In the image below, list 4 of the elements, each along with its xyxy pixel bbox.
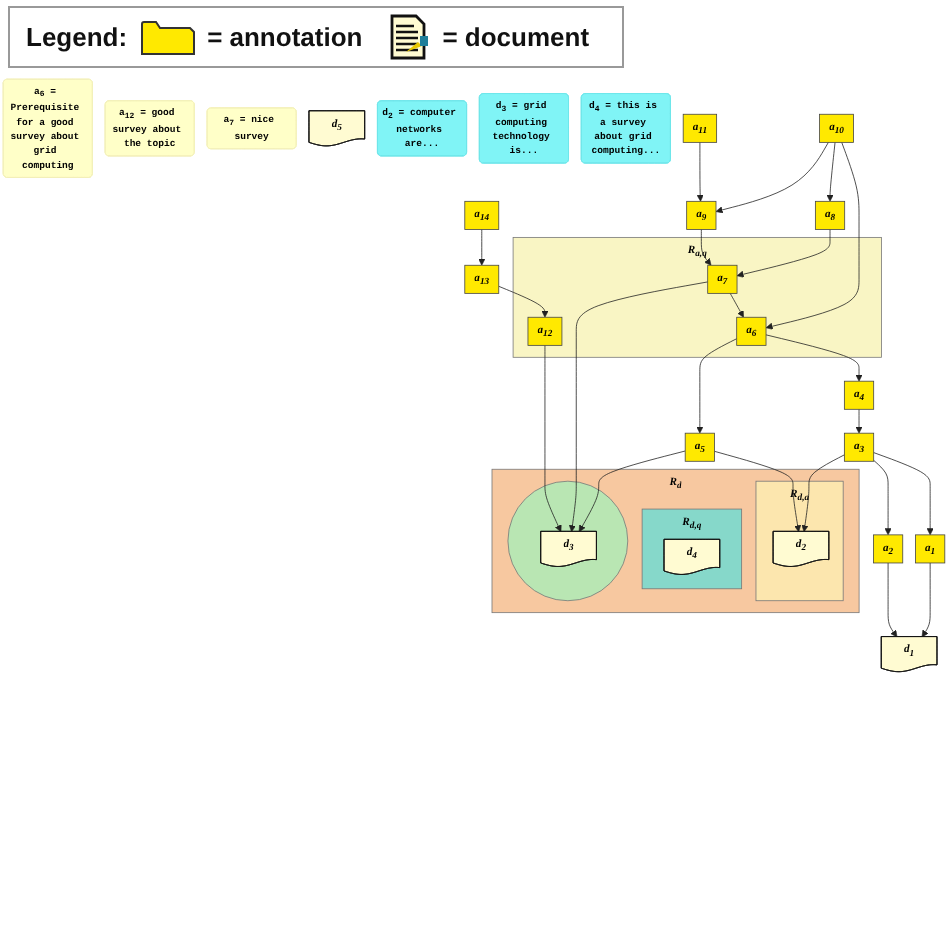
legend-label: = document (442, 22, 590, 52)
legend-title: Legend: (26, 22, 128, 52)
legend-label: = annotation (207, 22, 363, 52)
cluster (507, 480, 629, 602)
